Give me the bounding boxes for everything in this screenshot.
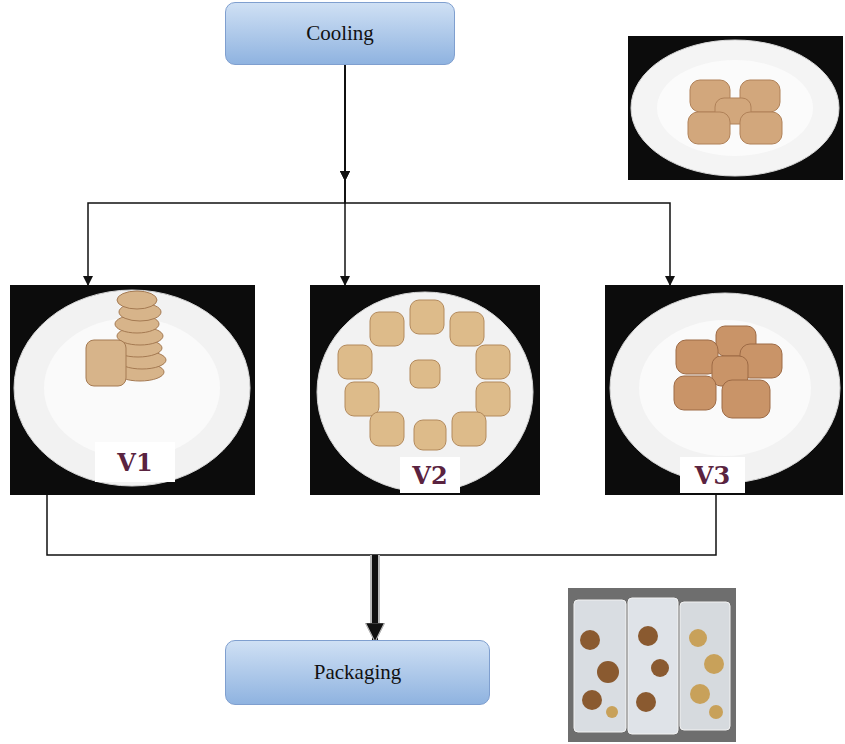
flow-connector: [375, 495, 716, 640]
flow-connector: [47, 495, 375, 640]
connector-line: [344, 65, 346, 285]
connector-line: [345, 65, 670, 285]
connector-line: [344, 69, 346, 180]
process-box: Cooling: [225, 2, 455, 65]
process-box: Packaging: [225, 640, 490, 705]
cookie-photo: [310, 285, 540, 495]
connector-line: [372, 555, 378, 640]
sample-card: V2: [400, 457, 460, 493]
flow-connector: [88, 65, 345, 285]
photo-panel: V1: [10, 285, 255, 495]
cookie-photo: [605, 285, 843, 495]
flow-connector: [345, 65, 670, 285]
photo-panel: V3: [605, 285, 843, 495]
photo-panel: V2: [310, 285, 540, 495]
connector-line: [344, 69, 346, 180]
package-photo: [568, 588, 736, 742]
connector-line: [372, 555, 378, 640]
sample-card: V1: [95, 442, 175, 482]
cookie-photo: [10, 285, 255, 495]
connector-line: [88, 65, 345, 285]
connector-line: [344, 69, 346, 180]
flow-connector: [345, 65, 346, 285]
connector-line: [47, 495, 375, 555]
box-label: Cooling: [306, 21, 374, 46]
sample-card: V3: [680, 457, 745, 493]
connector-line: [375, 495, 716, 555]
box-label: Packaging: [314, 660, 401, 685]
cookie-photo: [628, 36, 843, 180]
